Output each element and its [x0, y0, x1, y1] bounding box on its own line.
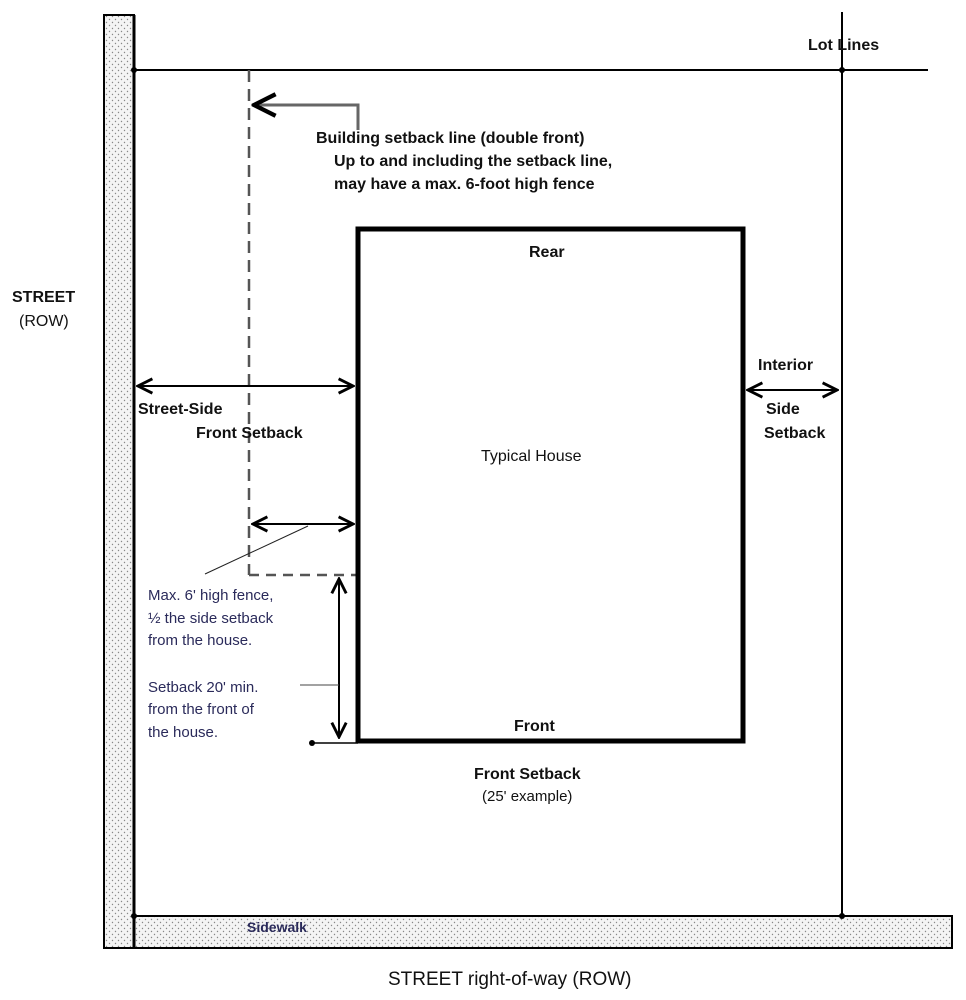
fence-note-3: from the house. [148, 632, 252, 649]
street-side-front-setback-label: Front Setback [196, 425, 303, 442]
street-left-label: STREET [12, 289, 75, 306]
left-street-strip [103, 14, 135, 949]
side-label: Side [766, 401, 800, 418]
building-setback-note-1: Up to and including the setback line, [334, 153, 612, 170]
setback-note-1: Setback 20' min. [148, 679, 258, 696]
street-side-label: Street-Side [138, 401, 223, 418]
fence-note-2: ½ the side setback [148, 610, 274, 627]
setback-label: Setback [764, 425, 825, 442]
setback-note-3: the house. [148, 724, 218, 741]
street-left-row-label: (ROW) [19, 313, 69, 330]
building-setback-title: Building setback line (double front) [316, 130, 584, 147]
street-bottom-label: STREET right-of-way (ROW) [388, 969, 632, 990]
typical-house-label: Typical House [481, 448, 582, 465]
setback-callout-arrow [254, 105, 360, 130]
lot-lines-label: Lot Lines [808, 37, 879, 54]
interior-label: Interior [758, 357, 813, 374]
fence-note-1: Max. 6' high fence, [148, 587, 273, 604]
rear-label: Rear [529, 244, 565, 261]
typical-house [355, 226, 746, 744]
front-setback-example: (25' example) [482, 788, 572, 805]
front-label: Front [514, 718, 556, 735]
setback-note-2: from the front of [148, 701, 255, 718]
building-setback-note-2: may have a max. 6-foot high fence [334, 176, 595, 193]
sidewalk-label: Sidewalk [247, 919, 307, 935]
front-setback-label: Front Setback [474, 766, 581, 783]
